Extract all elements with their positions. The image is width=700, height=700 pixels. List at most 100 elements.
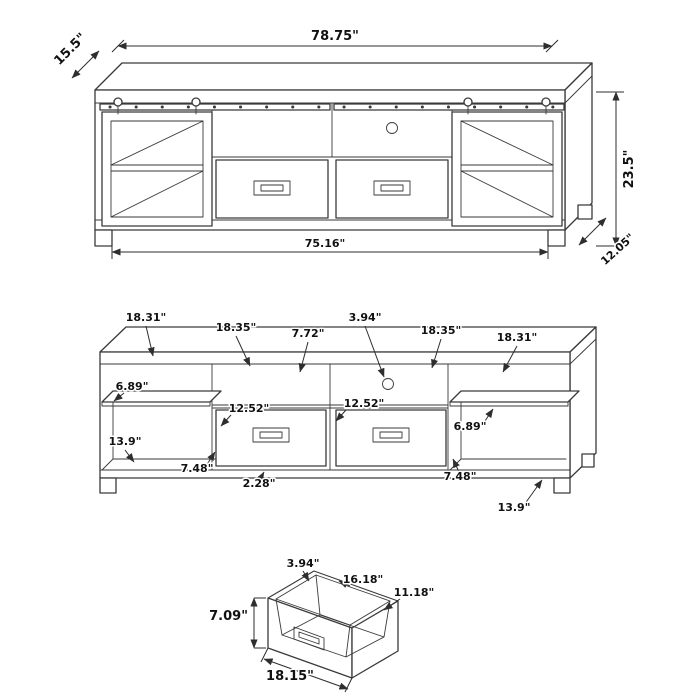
dim-ticks bbox=[260, 647, 353, 693]
dim-label: 7.72" bbox=[292, 327, 325, 340]
dim-ticks bbox=[254, 597, 266, 649]
dim-line bbox=[71, 50, 100, 79]
dim-drawer-width: 18.15" bbox=[260, 647, 353, 693]
callout-left-opening-width: 18.31" bbox=[124, 310, 168, 357]
leader-line bbox=[482, 408, 494, 425]
callout-left-upper-shelf-height: 6.89" bbox=[113, 379, 150, 402]
dim-overall-width: 78.75" bbox=[111, 28, 559, 53]
dim-label: 13.9" bbox=[109, 435, 142, 448]
dim-label: 18.31" bbox=[497, 331, 538, 344]
cable-hole-icon bbox=[386, 122, 398, 134]
dim-inner-width: 75.16" bbox=[111, 236, 549, 259]
right-shelf bbox=[449, 390, 580, 403]
barn-door-left-braces bbox=[110, 120, 204, 218]
door-roller-icon bbox=[463, 97, 473, 107]
dim-label: 3.94" bbox=[287, 557, 320, 570]
leader-line bbox=[383, 598, 401, 611]
callout-right-upper-shelf-height: 6.89" bbox=[452, 408, 494, 435]
dim-label: 12.52" bbox=[229, 402, 270, 415]
callout-cable-hole-diameter: 3.94" bbox=[347, 310, 385, 378]
drawer-view: 7.09" 18.15" 3.94" 16.18" 11.18" bbox=[208, 556, 436, 693]
dim-label: 18.31" bbox=[126, 311, 167, 324]
leader-line bbox=[338, 580, 351, 588]
callout-drawer-back-height: 3.94" bbox=[285, 556, 321, 582]
callout-top-opening-height: 7.72" bbox=[290, 326, 326, 373]
leader-line bbox=[301, 570, 310, 582]
dim-label: 6.89" bbox=[454, 420, 487, 433]
dim-label-inner-width: 75.16" bbox=[305, 237, 346, 250]
callout-right-lower-shelf-height: 13.9" bbox=[496, 479, 543, 516]
dim-label: 16.18" bbox=[343, 573, 384, 586]
dim-label-side-depth: 12.05" bbox=[598, 231, 637, 268]
dim-drawer-height: 7.09" bbox=[208, 597, 266, 649]
dim-depth: 15.5" bbox=[50, 29, 100, 79]
dim-label-drawer-height: 7.09" bbox=[209, 609, 248, 624]
barn-door-right bbox=[451, 111, 563, 227]
left-shelf bbox=[101, 390, 222, 403]
callout-drawer-diagonal-depth: 16.18" bbox=[338, 572, 385, 588]
callout-right-drawer-inner-width: 12.52" bbox=[335, 396, 386, 422]
dim-label: 11.18" bbox=[394, 586, 435, 599]
door-hanger-straps bbox=[117, 102, 547, 115]
drawer-handles bbox=[253, 180, 411, 196]
dim-side-depth: 12.05" bbox=[578, 217, 639, 269]
dim-line bbox=[263, 658, 349, 690]
leader-line bbox=[220, 414, 232, 427]
leader-line bbox=[235, 335, 251, 367]
dim-ticks bbox=[596, 91, 624, 247]
open-console-frame-lines bbox=[99, 338, 597, 471]
dim-ticks bbox=[111, 39, 559, 53]
leader-line bbox=[431, 338, 442, 369]
dim-label: 7.48" bbox=[181, 462, 214, 475]
callout-left-lower-shelf-height: 13.9" bbox=[107, 434, 143, 463]
center-drawer-left bbox=[215, 159, 329, 219]
open-console-view: 18.31" 18.35" 7.72" 3.94" 18.35" 18.31" … bbox=[99, 310, 597, 516]
dim-label-overall-width: 78.75" bbox=[311, 29, 359, 44]
center-drawer-right bbox=[335, 159, 449, 219]
callout-left-drawer-inner-width: 12.52" bbox=[220, 401, 271, 427]
dim-label: 18.35" bbox=[421, 324, 462, 337]
dim-label: 3.94" bbox=[349, 311, 382, 324]
barn-door-left bbox=[101, 111, 213, 227]
dim-label: 7.48" bbox=[444, 470, 477, 483]
callout-left-inner-height: 7.48" bbox=[179, 451, 216, 477]
barn-door-right-braces bbox=[460, 120, 554, 218]
dim-label: 12.52" bbox=[344, 397, 385, 410]
console-top-face bbox=[94, 62, 593, 91]
dim-label: 13.9" bbox=[498, 501, 531, 514]
leader-line bbox=[523, 479, 543, 506]
callout-drawer-side-depth: 11.18" bbox=[383, 585, 436, 611]
leader-line bbox=[205, 451, 216, 467]
leader-line bbox=[452, 458, 461, 475]
callout-right-inner-height: 7.48" bbox=[442, 458, 478, 485]
dim-label-depth: 15.5" bbox=[51, 30, 89, 68]
drawer-right-face bbox=[351, 600, 399, 679]
right-shelf-edge bbox=[449, 401, 569, 407]
open-console-legs bbox=[99, 453, 595, 494]
callout-right-opening-width: 18.31" bbox=[495, 330, 539, 373]
leader-line bbox=[124, 449, 135, 463]
callout-mid-right-opening-width: 18.35" bbox=[419, 323, 463, 369]
dim-height: 23.5" bbox=[596, 91, 639, 247]
dim-label-height: 23.5" bbox=[622, 150, 637, 189]
leader-line bbox=[364, 325, 385, 378]
left-shelf-edge bbox=[101, 401, 211, 407]
drawer-front-face bbox=[267, 597, 353, 679]
drawer-rim-edges bbox=[267, 570, 399, 602]
drawer-inner-walls bbox=[275, 574, 391, 658]
leader-line bbox=[335, 409, 347, 422]
callout-base-height: 2.28" bbox=[241, 471, 277, 492]
leader-line bbox=[298, 341, 309, 373]
leader-line bbox=[502, 345, 518, 373]
assembled-console-view: 78.75" 15.5" 23.5" 75.16" 12.05" bbox=[50, 28, 639, 270]
leader-line bbox=[256, 471, 265, 482]
callout-mid-left-opening-width: 18.35" bbox=[214, 320, 258, 367]
dim-line bbox=[578, 217, 607, 246]
door-roller-icon bbox=[541, 97, 551, 107]
drawer-handle bbox=[293, 626, 325, 651]
dim-label: 18.35" bbox=[216, 321, 257, 334]
door-roller-icon bbox=[113, 97, 123, 107]
cable-hole-icon bbox=[382, 378, 394, 390]
